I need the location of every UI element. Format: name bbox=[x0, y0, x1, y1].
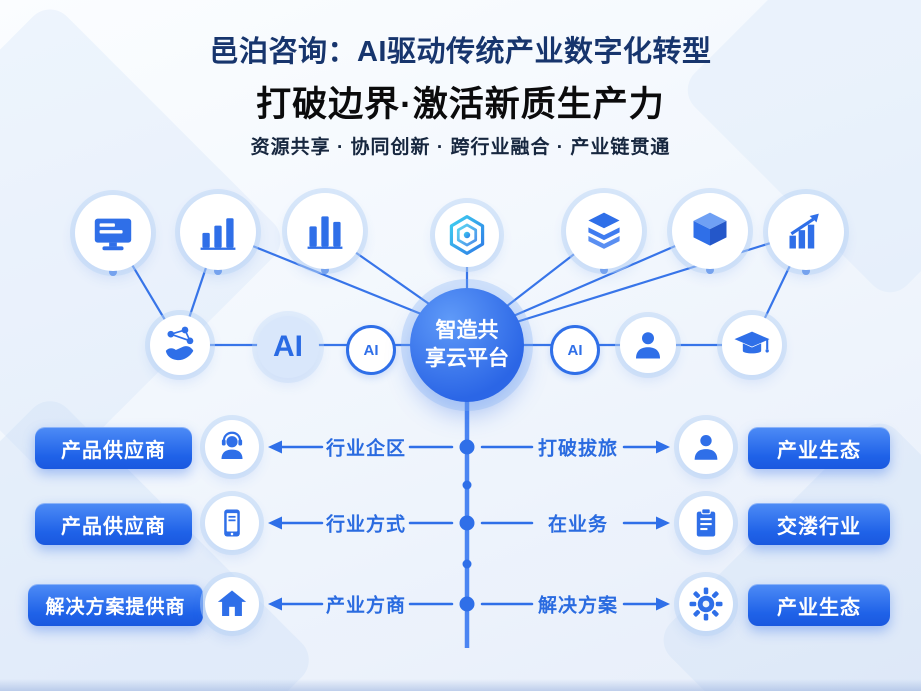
clipboard-node bbox=[679, 496, 733, 550]
row1-left-label: 行业企区 bbox=[325, 438, 407, 460]
ai-badge-right-text: AI bbox=[567, 341, 583, 359]
mobile-icon bbox=[224, 509, 240, 537]
graduation-cap-icon bbox=[734, 331, 770, 354]
row2-left-label: 行业方式 bbox=[325, 514, 407, 536]
support-agent-node bbox=[205, 420, 259, 474]
hub-label: 智造共 享云平台 bbox=[425, 317, 509, 374]
gear-icon bbox=[689, 587, 723, 621]
pill-solution-provider: 解决方案提供商 bbox=[28, 584, 203, 626]
page-tagline: 资源共享 · 协同创新 · 跨行业融合 · 产业链贯通 bbox=[250, 137, 671, 158]
gear-node bbox=[679, 577, 733, 631]
person-node bbox=[620, 317, 676, 373]
trend-chart-node bbox=[768, 194, 844, 270]
hexagon-logo-icon bbox=[449, 215, 485, 255]
row3-left-label: 产业方商 bbox=[325, 595, 407, 617]
monitor-node bbox=[75, 195, 151, 271]
cube-icon bbox=[693, 212, 727, 246]
page-subtitle: 打破边界·激活新质生产力 bbox=[256, 85, 665, 124]
layers-node bbox=[566, 193, 642, 269]
bar-chart-alt-node bbox=[287, 193, 363, 269]
ai-text-node: AI bbox=[257, 316, 319, 378]
hand-network-node bbox=[150, 315, 210, 375]
hexagon-logo-node bbox=[435, 203, 499, 267]
page-title: 邑泊咨询：AI驱动传统产业数字化转型 bbox=[209, 36, 712, 68]
ai-badge-left-text: AI bbox=[363, 341, 379, 359]
pill-industry-ecosystem-1: 产业生态 bbox=[748, 427, 890, 469]
pill-product-supplier-1: 产品供应商 bbox=[35, 427, 192, 469]
house-node bbox=[205, 577, 259, 631]
bottom-edge-band bbox=[0, 679, 921, 691]
hand-network-icon bbox=[165, 326, 194, 361]
row3-right-label: 解决方案 bbox=[537, 595, 619, 617]
row2-right-label: 在业务 bbox=[547, 514, 609, 536]
person-right-node bbox=[679, 420, 733, 474]
bar-chart-node bbox=[180, 194, 256, 270]
ai-badge-left-node: AI bbox=[346, 325, 396, 375]
support-agent-icon bbox=[221, 431, 243, 459]
trend-chart-icon bbox=[789, 213, 819, 249]
cube-node bbox=[672, 193, 748, 269]
house-icon bbox=[217, 590, 247, 617]
graduation-cap-node bbox=[722, 315, 782, 375]
clipboard-icon bbox=[696, 508, 716, 537]
hub-label-line1: 智造共 bbox=[435, 318, 499, 342]
person-icon bbox=[636, 332, 660, 359]
hub-label-line2: 享云平台 bbox=[425, 347, 509, 370]
person-icon bbox=[694, 434, 718, 460]
row1-right-label: 打破拔旅 bbox=[537, 438, 619, 460]
monitor-icon bbox=[94, 218, 132, 251]
bar-chart-alt-icon bbox=[307, 216, 343, 249]
pill-industry-ecosystem-2: 产业生态 bbox=[748, 584, 890, 626]
bar-chart-icon bbox=[200, 218, 236, 250]
pill-cross-industry: 交溇行业 bbox=[748, 503, 890, 545]
ai-text: AI bbox=[273, 330, 303, 363]
layers-icon bbox=[588, 212, 620, 249]
central-platform-node: 智造共 享云平台 bbox=[410, 288, 524, 402]
pill-product-supplier-2: 产品供应商 bbox=[35, 503, 192, 545]
ai-badge-right-node: AI bbox=[550, 325, 600, 375]
mobile-node bbox=[205, 496, 259, 550]
